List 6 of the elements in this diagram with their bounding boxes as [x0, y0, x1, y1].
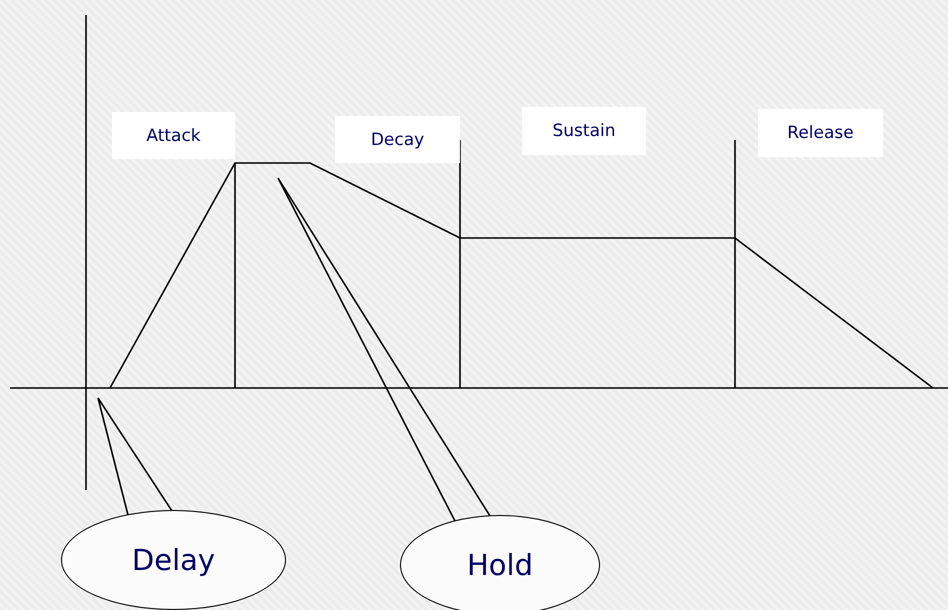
phase-label: Sustain [522, 107, 646, 155]
phase-label: Decay [335, 116, 460, 163]
phase-label: Release [758, 109, 883, 157]
phase-label: Attack [112, 112, 235, 159]
callout-bubble: Hold [400, 515, 600, 610]
callout-bubble: Delay [61, 510, 286, 610]
